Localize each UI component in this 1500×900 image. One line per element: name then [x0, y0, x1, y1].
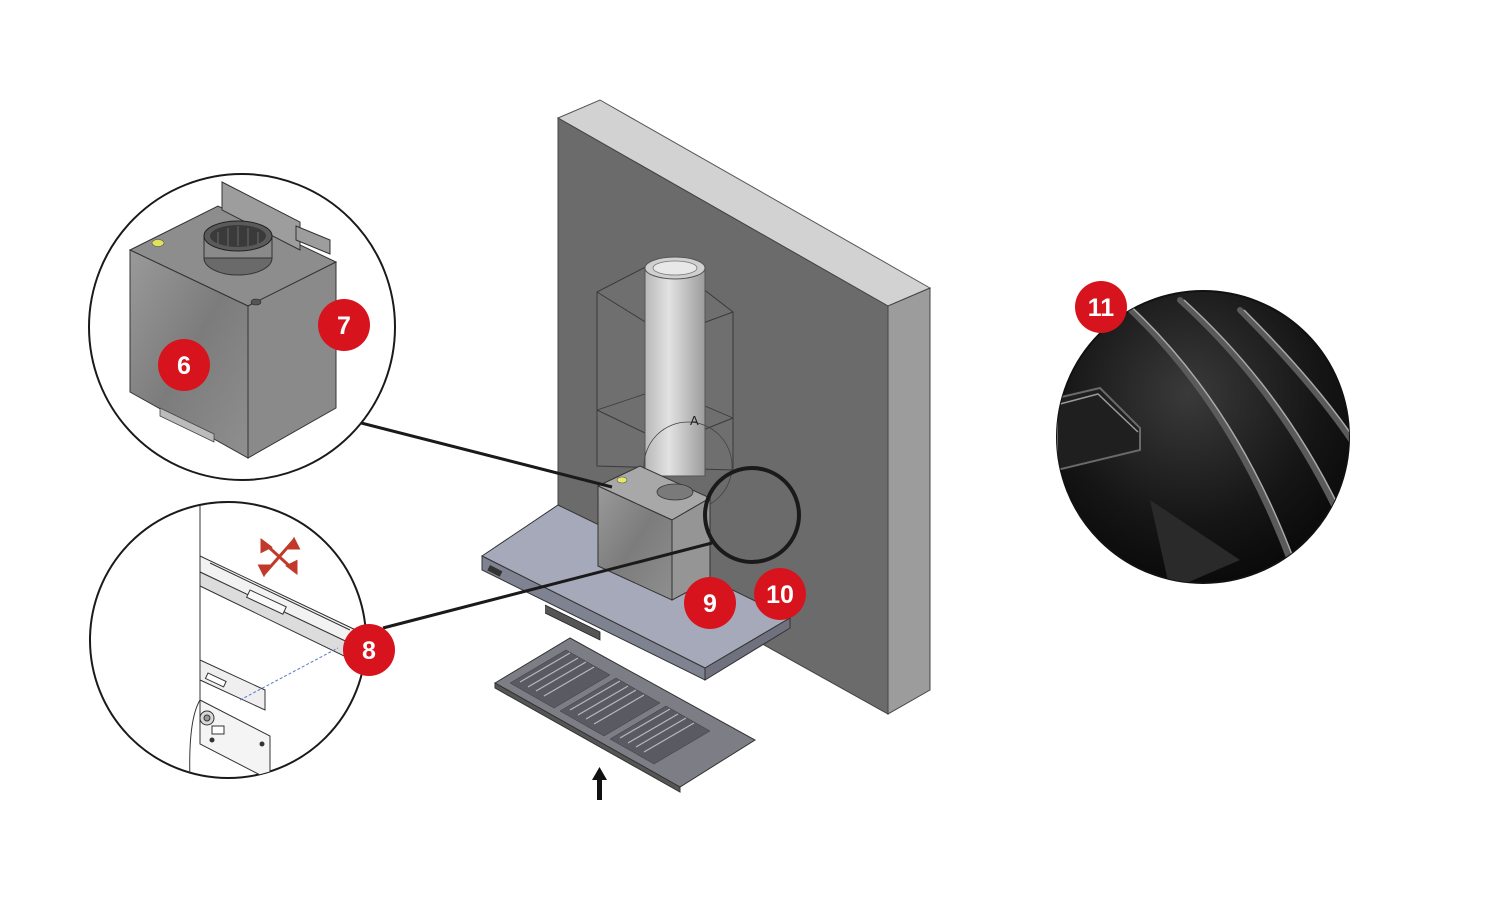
- badges: 6 7 8 9 10 11: [158, 281, 1127, 676]
- move-cross-icon: [257, 536, 301, 578]
- badge-6-label: 6: [177, 352, 191, 380]
- badge-9-label: 9: [703, 590, 717, 618]
- grease-filter: [494, 637, 756, 793]
- detail-bracket-rail: [89, 501, 367, 779]
- badge-7-label: 7: [337, 312, 351, 340]
- callout-line-8: [382, 541, 713, 630]
- motor-box: [596, 465, 712, 601]
- badge-6: 6: [158, 339, 210, 391]
- badge-8-label: 8: [362, 637, 376, 665]
- badge-10-label: 10: [766, 581, 794, 609]
- badge-11: 11: [1075, 281, 1127, 333]
- badge-8: 8: [343, 624, 395, 676]
- badge-11-label: 11: [1088, 294, 1115, 322]
- badge-7: 7: [318, 299, 370, 351]
- duct-pipe: [644, 256, 706, 477]
- wall-side: [887, 287, 931, 715]
- detail-filter-ridges: [1056, 290, 1350, 584]
- highlight-circle: [703, 466, 801, 564]
- detail-a-label: A: [690, 413, 699, 428]
- up-arrow-icon: [592, 767, 607, 800]
- badge-9: 9: [684, 577, 736, 629]
- detail-motor-box: [88, 173, 396, 481]
- badge-10: 10: [754, 568, 806, 620]
